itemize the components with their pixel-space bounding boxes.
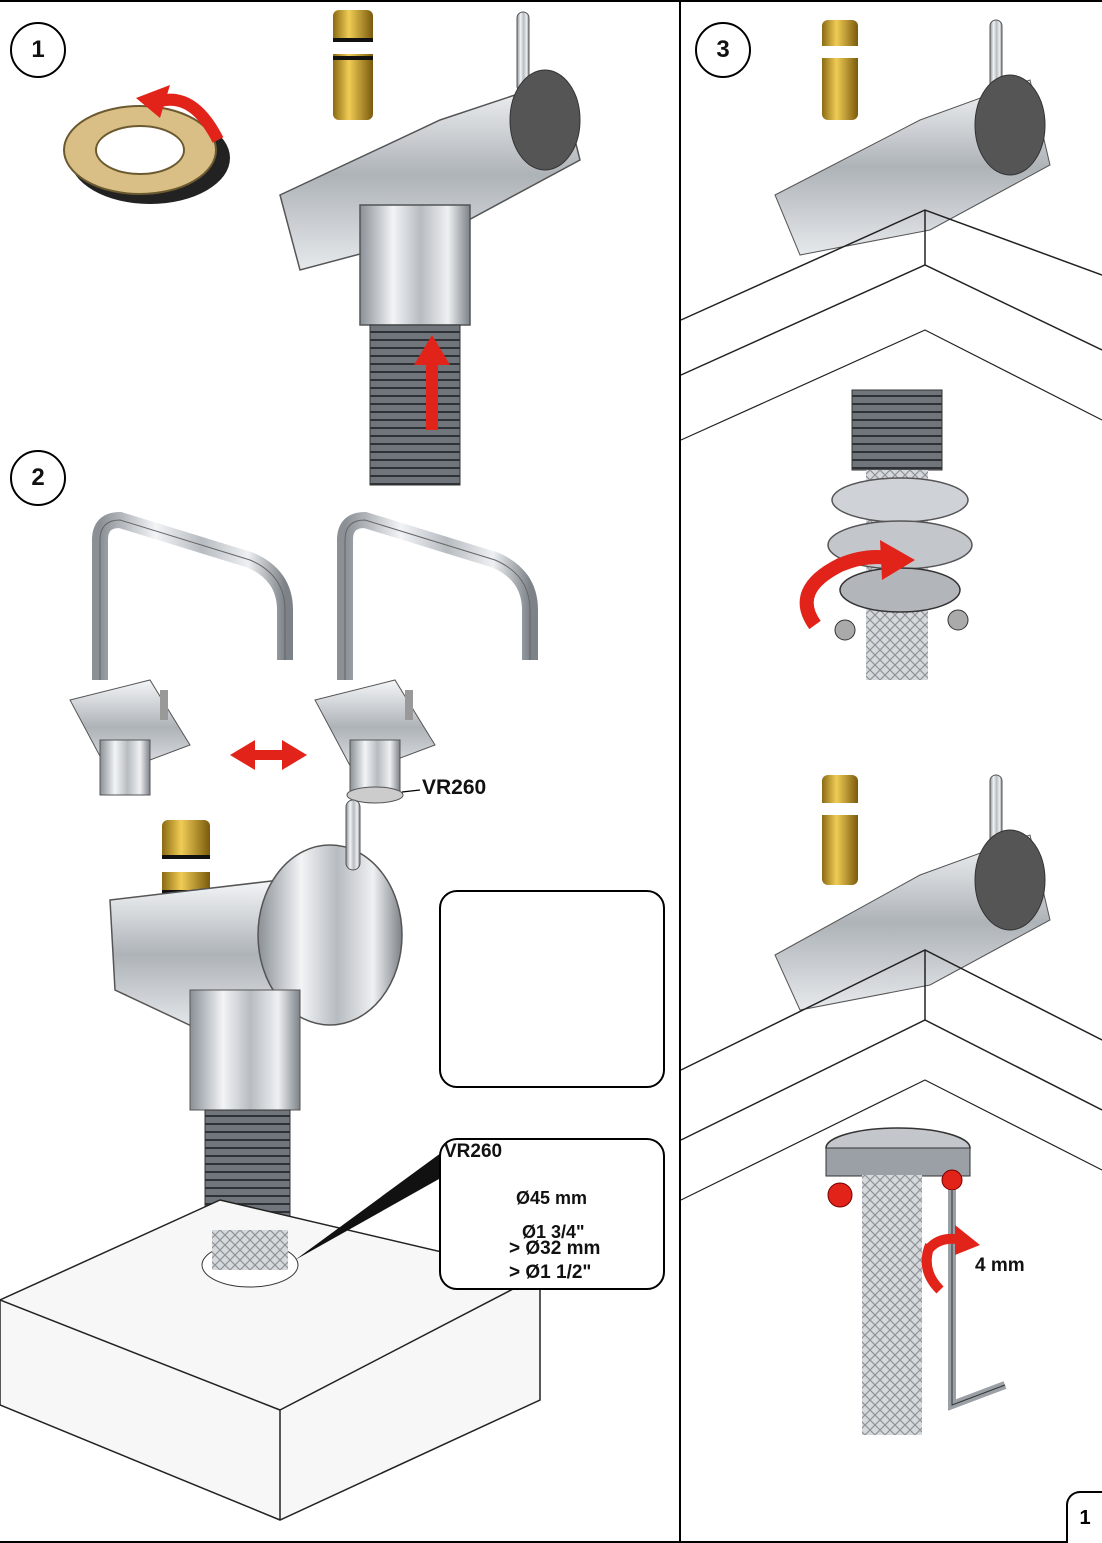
step1-gasket-illustration [63, 105, 230, 204]
step2-tap-comparison-left [69, 511, 293, 796]
step3-tightened-nut [825, 1127, 971, 1435]
step1-tap-illustration [279, 10, 581, 486]
bottom-border [0, 1541, 1102, 1543]
step3-fixing-nut [827, 389, 973, 680]
step3-tap-bottom [680, 774, 1102, 1201]
hole-min-mm-label: > Ø32 mm [509, 1238, 601, 1259]
step-number-2: 2 [10, 450, 66, 506]
step-number-3: 3 [695, 22, 751, 78]
step3-counter-top [680, 209, 1102, 441]
hole-large-mm-label: Ø45 mm [516, 1188, 588, 1208]
model-tag-label: VR260 [422, 776, 487, 799]
hole-min-in-label: > Ø1 1/2" [509, 1262, 592, 1283]
prohibited-installation-inset [439, 890, 665, 1088]
hex-key-icon [921, 1190, 1007, 1411]
step3-tap-top [774, 19, 1051, 256]
panel-divider [679, 0, 681, 1543]
rotate-arrow-icon [799, 540, 915, 630]
step-number-1: 1 [10, 22, 66, 78]
hex-key-size-label: 4 mm [975, 1255, 1025, 1276]
top-border [0, 0, 1102, 2]
step2-tap-comparison-right [314, 511, 538, 804]
hole-size-inset-title: VR260 [444, 1141, 503, 1162]
step2-main-tap-illustration [0, 799, 541, 1521]
hole-large-in-label: Ø1 3/4" [522, 1222, 585, 1242]
double-arrow-icon [230, 740, 307, 770]
hole-size-inset [439, 1138, 665, 1290]
page-number: 1 [1066, 1491, 1102, 1543]
